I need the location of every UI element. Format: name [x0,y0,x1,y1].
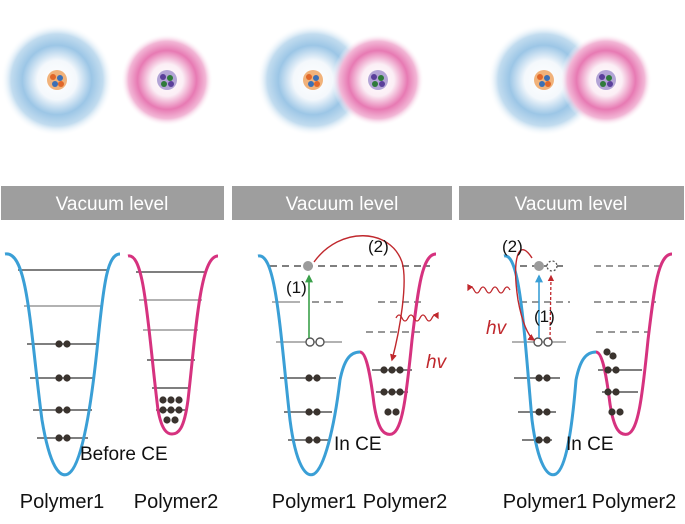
label-polymer2: Polymer2 [592,491,676,513]
panel-in-ce-transfer: (1) (2) hv In CE Polymer1 Polymer2 [257,235,448,513]
potential-well-polymer1 [503,254,597,477]
relaxation-arrow [547,274,555,341]
label-polymer2: Polymer2 [363,491,447,513]
holes-polymer1 [305,337,325,347]
vacuum-level-label: Vacuum level [56,194,169,215]
electron-pairs-polymer1 [535,374,551,444]
caption-in-ce: In CE [566,434,614,455]
vacuum-level-bar-panel2: Vacuum level [232,186,452,220]
return-arrow [515,249,536,341]
energy-levels-polymer1 [18,269,108,439]
potential-well-polymer2 [595,252,673,436]
potential-well-polymer1 [257,254,361,477]
panel-in-ce-emission: (1) (2) hv In CE Polymer1 Polymer2 [467,237,676,513]
electron-pairs-polymer2 [603,348,624,416]
nucleus-purple [368,70,388,90]
atom-sphere-polymer2-panel1 [121,34,213,126]
transfer-arrow [313,235,405,362]
emission-label: hv [486,318,508,339]
nucleus-orange [47,70,67,90]
excited-electron [303,261,313,271]
panel-before-ce: Before CE Polymer1 Polymer2 [4,252,219,513]
atom-sphere-polymer1-panel1 [1,24,113,136]
electron-pairs-polymer1 [305,374,321,444]
label-polymer2: Polymer2 [134,491,218,513]
electron-pairs-polymer1 [55,340,71,442]
step1-label: (1) [534,307,555,326]
step1-label: (1) [286,278,307,297]
photon-wave [395,311,439,322]
nucleus-orange [534,70,554,90]
nucleus-purple [157,70,177,90]
label-polymer1: Polymer1 [503,491,587,513]
atom-sphere-polymer2-panel3 [560,34,652,126]
nucleus-purple [596,70,616,90]
emission-label: hv [426,352,448,373]
step2-label: (2) [368,237,389,256]
excited-electron [534,261,544,271]
photon-wave [467,283,511,294]
energy-levels-polymer2 [366,301,426,393]
label-polymer1: Polymer1 [272,491,356,513]
vacuum-level-label: Vacuum level [286,194,399,215]
potential-well-polymer2 [359,252,437,436]
vacuum-level-label: Vacuum level [515,194,628,215]
atom-sphere-polymer1-panel2 [257,24,369,136]
vacancy-site [546,260,558,272]
label-polymer1: Polymer1 [20,491,104,513]
electron-pairs-polymer2 [380,366,404,416]
electron-pairs-polymer2 [159,396,183,424]
potential-well-polymer2 [127,254,219,436]
vacuum-level-bar-panel1: Vacuum level [1,186,224,220]
vacuum-level-bar-panel3: Vacuum level [459,186,684,220]
caption-before-ce: Before CE [80,444,168,465]
potential-well-polymer1 [4,252,121,477]
atom-sphere-polymer2-panel2 [332,34,424,126]
nucleus-orange [303,70,323,90]
caption-in-ce: In CE [334,434,382,455]
step2-label: (2) [502,237,523,256]
